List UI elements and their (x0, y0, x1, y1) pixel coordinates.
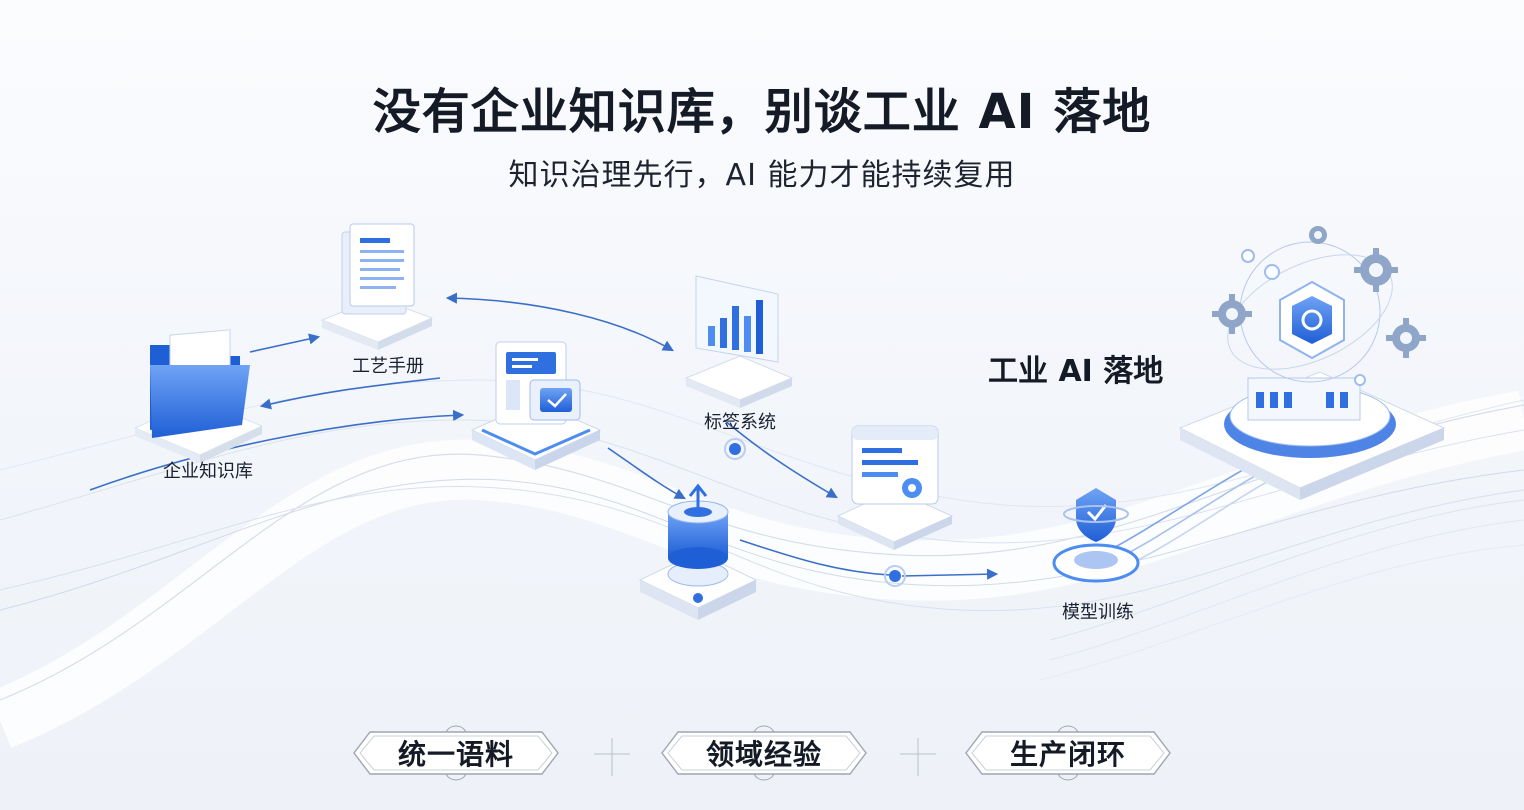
node-label-model-training: 模型训练 (1062, 602, 1134, 623)
shield-icon (1052, 488, 1140, 583)
gear-icon (1212, 226, 1426, 358)
pillar-tag-label: 生产闭环 (1009, 738, 1126, 771)
server-icon (470, 341, 602, 470)
network-node-icon (1241, 249, 1366, 386)
pillar-tag-label: 统一语料 (397, 738, 514, 771)
bar-chart-icon (684, 275, 794, 408)
flow-dot-2 (889, 570, 901, 582)
pillar-tag-domain: 领域经验 (656, 722, 872, 784)
flow-dot-2-ring (884, 565, 906, 587)
goal-label: 工业 AI 落地 (988, 354, 1164, 389)
node-label-tagging-system: 标签系统 (704, 412, 776, 433)
page-subtitle: 知识治理先行，AI 能力才能持续复用 (508, 158, 1016, 193)
folder-icon (133, 329, 264, 463)
form-panel-icon (836, 425, 954, 550)
ornament-frame-icon (965, 725, 1171, 781)
ornament-frame-icon (661, 725, 867, 781)
factory-icon (1178, 241, 1446, 500)
flow-dot-1 (729, 443, 741, 455)
ornament-frame-icon (353, 725, 559, 781)
node-label-process-manual: 工艺手册 (352, 356, 424, 377)
pillar-tag-closed-loop: 生产闭环 (960, 722, 1176, 784)
processor-icon (638, 483, 758, 620)
flow-dot-1-ring (724, 438, 746, 460)
flow-connectors (89, 292, 1279, 580)
pillar-tag-label: 领域经验 (705, 738, 822, 771)
separator-icon (594, 738, 936, 776)
document-icon (320, 223, 434, 350)
pillar-tag-corpus: 统一语料 (348, 722, 564, 784)
page-title: 没有企业知识库，别谈工业 AI 落地 (372, 84, 1152, 140)
node-label-knowledge-base: 企业知识库 (163, 461, 253, 482)
